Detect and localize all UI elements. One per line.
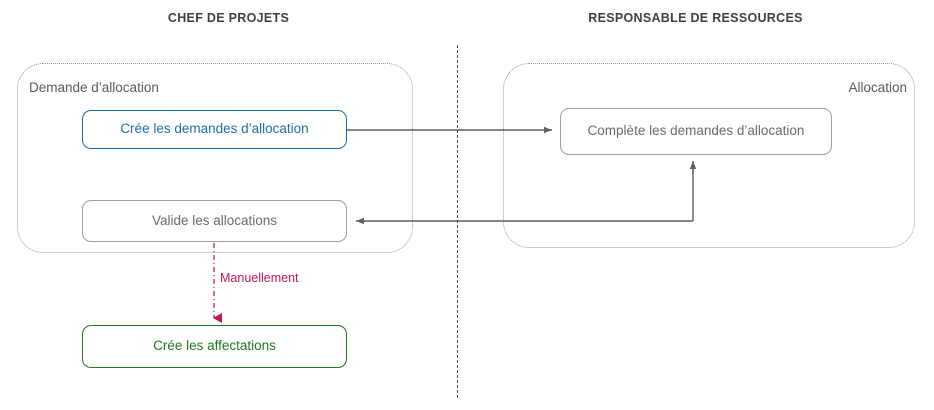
lane-divider xyxy=(457,45,458,398)
pool-demande-allocation xyxy=(17,63,413,253)
lane-title-chef-de-projets: CHEF DE PROJETS xyxy=(167,11,290,25)
node-cree-les-demandes-d-allocation[interactable]: Crée les demandes d’allocation xyxy=(82,110,347,149)
pool-label-allocation: Allocation xyxy=(848,80,907,95)
pool-allocation xyxy=(503,63,915,248)
pool-label-demande-allocation: Demande d’allocation xyxy=(29,80,159,95)
node-cree-les-affectations[interactable]: Crée les affectations xyxy=(82,325,347,368)
node-complete-les-demandes-d-allocation[interactable]: Complète les demandes d’allocation xyxy=(560,108,832,155)
lane-title-responsable-de-ressources: RESPONSABLE DE RESSOURCES xyxy=(588,11,803,25)
edge-label-manuellement: Manuellement xyxy=(220,271,299,285)
node-valide-les-allocations[interactable]: Valide les allocations xyxy=(82,200,347,242)
